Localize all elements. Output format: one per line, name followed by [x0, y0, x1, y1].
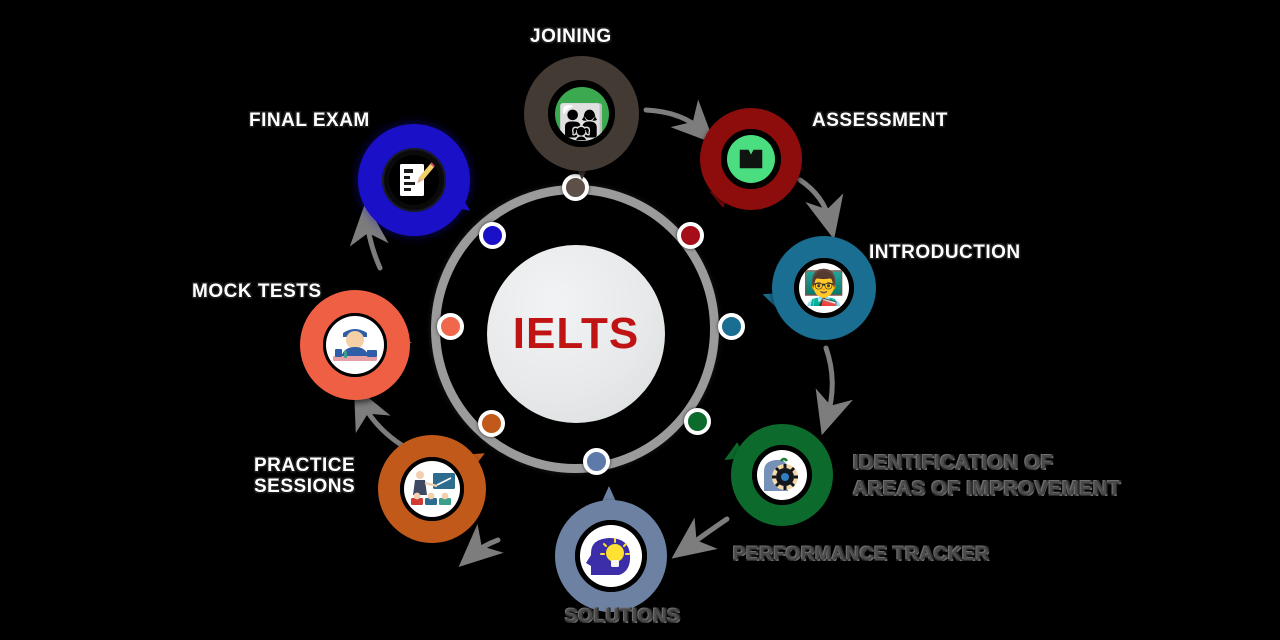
node-introduction[interactable]: 👨‍🏫: [759, 236, 876, 340]
cycle-hub: IELTS: [487, 245, 665, 423]
exam-paper-pencil-icon: [400, 161, 436, 196]
arrow-solutions-to-practice: [353, 385, 406, 449]
label-practice-sessions: PRACTICE SESSIONS: [254, 455, 356, 497]
node-identification-inner: [752, 445, 812, 505]
arrow-introduction-to-identification: [815, 345, 853, 436]
node-practice-inner: [400, 457, 464, 521]
label-final-exam: FINAL EXAM: [249, 110, 370, 131]
node-practice-sessions[interactable]: [378, 435, 490, 543]
node-introduction-inner: 👨‍🏫: [794, 258, 854, 318]
group-of-people-icon: 👨‍👩‍👧: [557, 103, 606, 141]
label-mock-tests: MOCK TESTS: [192, 281, 322, 302]
student-at-desk-icon: [333, 329, 377, 361]
node-mock-inner: [323, 313, 387, 377]
arrow-practice-to-final-exam: [349, 202, 389, 271]
label-identification: IDENTIFICATION OF AREAS OF IMPROVEMENT: [853, 452, 1121, 500]
node-final-exam[interactable]: [358, 124, 476, 236]
ring-dot-assessment: [677, 222, 704, 249]
head-with-lightbulb-icon: [586, 538, 631, 575]
arrow-assessment-to-introduction: [797, 177, 844, 240]
ring-dot-solutions: [583, 448, 610, 475]
ring-dot-practice: [478, 410, 505, 437]
label-assessment: ASSESSMENT: [812, 110, 948, 131]
classroom-lesson-icon: [411, 471, 455, 505]
node-assessment[interactable]: [700, 108, 802, 210]
arrow-identification-to-performance: [671, 516, 730, 559]
ring-dot-introduction: [718, 313, 745, 340]
node-joining-inner: 👨‍👩‍👧: [548, 80, 615, 147]
ring-dot-identification: [684, 408, 711, 435]
label-performance-tracker: PERFORMANCE TRACKER: [733, 544, 990, 565]
node-solutions[interactable]: [555, 486, 667, 612]
head-with-gear-icon: [764, 457, 798, 491]
ring-dot-mock-tests: [437, 313, 464, 340]
node-joining[interactable]: 👨‍👩‍👧: [524, 56, 639, 180]
arrow-joining-to-assessment: [643, 99, 715, 144]
label-solutions: SOLUTIONS: [565, 606, 681, 627]
node-final-inner: [382, 148, 446, 212]
open-book-icon: [738, 148, 764, 170]
node-assessment-inner: [721, 129, 781, 189]
node-identification[interactable]: [719, 424, 833, 526]
label-joining: JOINING: [530, 26, 612, 47]
page-title: IELTS: [512, 309, 640, 358]
label-introduction: INTRODUCTION: [869, 242, 1021, 263]
node-solutions-inner: [575, 520, 647, 592]
arrow-performance-to-solutions: [458, 523, 504, 568]
ring-dot-final-exam: [479, 222, 506, 249]
node-mock-tests[interactable]: [300, 290, 414, 400]
teacher-at-whiteboard-icon: 👨‍🏫: [802, 269, 846, 307]
